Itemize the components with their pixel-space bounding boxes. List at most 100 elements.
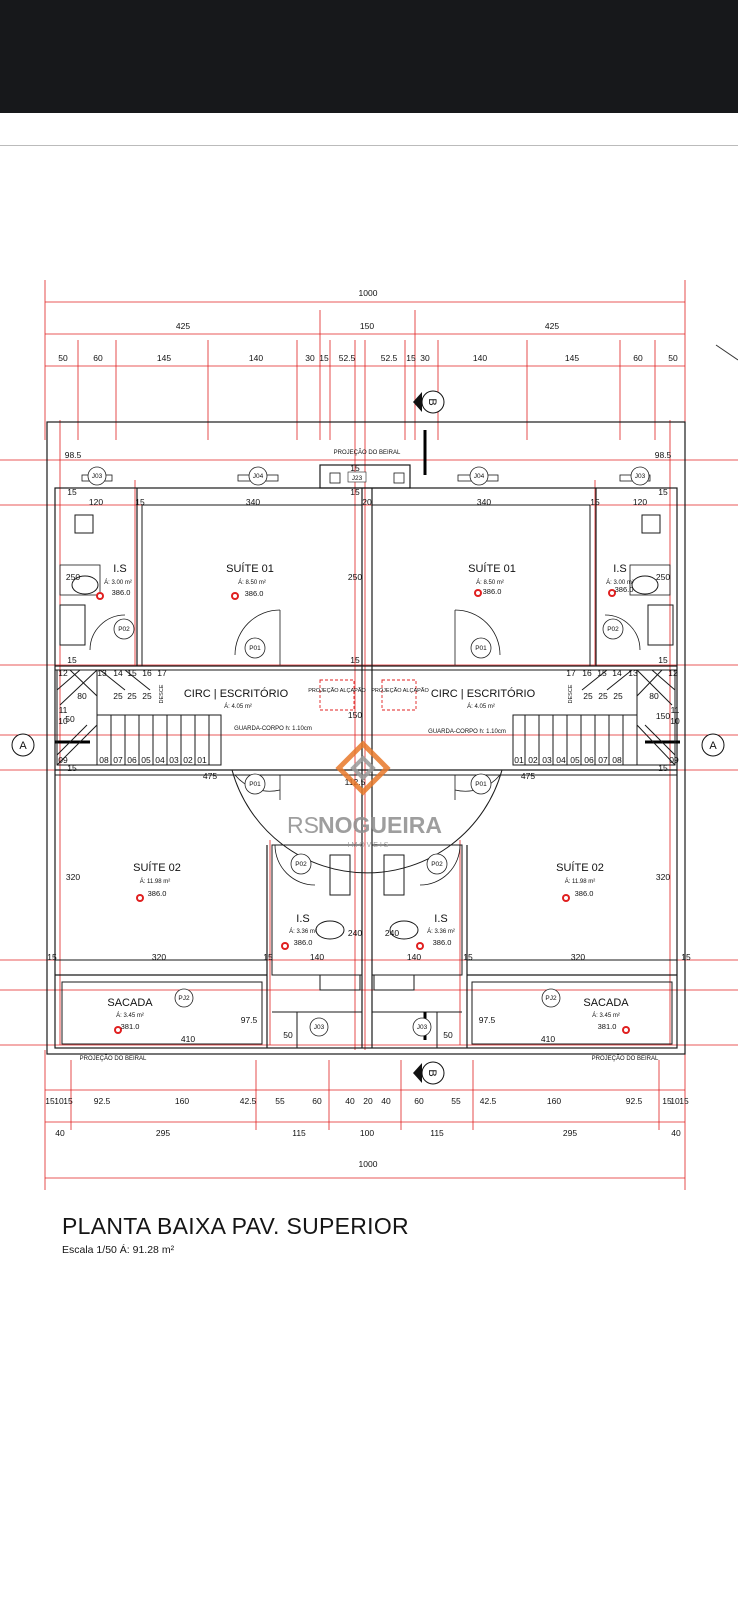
dim-inner: 15: [67, 487, 77, 497]
door-tag-label: P02: [118, 626, 130, 633]
dim-inner: 80: [77, 691, 87, 701]
dim-inner: 97.5: [241, 1015, 258, 1025]
room-name: SACADA: [107, 997, 153, 1009]
level-marker-icon: [416, 942, 424, 950]
room-area: Á: 3.36 m²: [427, 928, 455, 935]
room-area: Á: 8.50 m²: [476, 579, 504, 586]
dim-bottom-fine: 20: [363, 1096, 373, 1106]
dim-top-fine: 30: [420, 353, 430, 363]
door-tag-p02: P02: [290, 853, 312, 875]
room-name: SUÍTE 02: [133, 861, 181, 874]
dim-inner: 25: [598, 691, 608, 701]
dim-inner: 340: [477, 497, 491, 507]
plan-title: PLANTA BAIXA PAV. SUPERIOR: [62, 1213, 409, 1239]
dim-inner: 340: [246, 497, 260, 507]
dim-total-bottom: 1000: [359, 1159, 378, 1169]
dim-bottom-fine: 15: [45, 1096, 55, 1106]
door-tag-p01: P01: [470, 773, 492, 795]
dim-bottom-fine: 40: [345, 1096, 355, 1106]
dim-bottom-mid: 115: [430, 1128, 444, 1138]
room-level: 386.0: [575, 889, 594, 898]
step-number: 06: [127, 755, 137, 765]
dim-inner: 120: [633, 497, 647, 507]
room-level: 381.0: [598, 1022, 617, 1031]
dim-bottom-mid: 295: [563, 1128, 577, 1138]
dim-inner: 97.5: [479, 1015, 496, 1025]
fixtures: [59, 514, 674, 991]
room-name: I.S: [296, 913, 309, 925]
window-tag-label: J04: [474, 473, 485, 480]
dim-top-mid: 425: [176, 321, 190, 331]
section-a-label: A: [19, 740, 27, 752]
dim-inner: 50: [283, 1030, 293, 1040]
step-number: 07: [113, 755, 123, 765]
step-number: 04: [155, 755, 165, 765]
level-marker-icon: [136, 894, 144, 902]
dim-inner: 14: [612, 668, 622, 678]
level-marker-icon: [474, 589, 482, 597]
dim-inner: 16: [582, 668, 592, 678]
dim-top-fine: 15: [319, 353, 329, 363]
dim-inner: 50: [443, 1030, 453, 1040]
dim-bottom-fine: 15: [63, 1096, 73, 1106]
dim-bottom-mid: 100: [360, 1128, 374, 1138]
eave-note: PROJEÇÃO DO BEIRAL: [334, 449, 401, 456]
step-number: 01: [197, 755, 207, 765]
dim-bottom-fine: 60: [312, 1096, 322, 1106]
room-area: Á: 4.05 m²: [467, 703, 495, 710]
dim-inner: 80: [649, 691, 659, 701]
dim-inner: 10: [58, 716, 68, 726]
dim-bottom-fine: 10: [54, 1096, 64, 1106]
room-level: 386.0: [294, 938, 313, 947]
step-number: 05: [141, 755, 151, 765]
room-area: Á: 11.98 m²: [565, 878, 596, 885]
dim-inner: 13: [628, 668, 638, 678]
section-b-label: B: [426, 1069, 438, 1076]
dim-inner: 25: [113, 691, 123, 701]
room-name: SUÍTE 01: [226, 562, 274, 575]
dim-inner: 320: [571, 952, 585, 962]
room-area: Á: 3.45 m²: [116, 1012, 144, 1019]
dim-top-fine: 145: [565, 353, 579, 363]
dim-inner: 98.5: [655, 450, 672, 460]
eave-note: PROJEÇÃO DO BEIRAL: [80, 1055, 147, 1062]
window-tag-j23: J23: [347, 471, 367, 483]
guard-note: GUARDA-CORPO h: 1.10cm: [428, 729, 506, 735]
door-tag-label: P01: [475, 645, 487, 652]
dim-inner: 11: [59, 705, 68, 715]
dim-inner: 15: [47, 952, 57, 962]
hatch-note: PROJEÇÃO ALÇAPÃO: [308, 687, 366, 694]
step-number: 09: [58, 755, 68, 765]
dim-inner: 15: [67, 763, 77, 773]
dim-inner: 17: [566, 668, 576, 678]
dim-inner: 140: [407, 952, 421, 962]
dim-bottom-fine: 160: [175, 1096, 189, 1106]
step-number: 05: [570, 755, 580, 765]
dim-bottom-fine: 15: [679, 1096, 689, 1106]
section-a-right-icon: A: [701, 733, 725, 757]
dim-top-fine: 145: [157, 353, 171, 363]
level-marker-icon: [231, 592, 239, 600]
dim-bottom-fine: 55: [451, 1096, 461, 1106]
dim-inner: 120: [89, 497, 103, 507]
dim-inner: 240: [385, 928, 399, 938]
level-marker-icon: [562, 894, 570, 902]
window-tag-pj2: PJ2: [541, 988, 561, 1008]
room-name: CIRC | ESCRITÓRIO: [184, 687, 289, 700]
dim-top-fine: 60: [633, 353, 643, 363]
top-divider: [0, 145, 738, 146]
dim-inner: 15: [135, 497, 145, 507]
dim-top-fine: 50: [668, 353, 678, 363]
dim-inner: 15: [350, 463, 360, 473]
dim-bottom-mid: 40: [671, 1128, 681, 1138]
window-tag-pj2: PJ2: [174, 988, 194, 1008]
dim-inner: 14: [113, 668, 123, 678]
window-tag-label: J03: [314, 1024, 325, 1031]
dim-top-fine: 30: [305, 353, 315, 363]
room-level: 386.0: [245, 589, 264, 598]
window-tag-label: PJ2: [545, 995, 557, 1002]
dim-inner: 13: [97, 668, 107, 678]
room-name: SUÍTE 01: [468, 562, 516, 575]
room-name: I.S: [113, 563, 126, 575]
step-numbers-left: 09 08 07 06 05 04 03 02 01: [58, 755, 207, 765]
